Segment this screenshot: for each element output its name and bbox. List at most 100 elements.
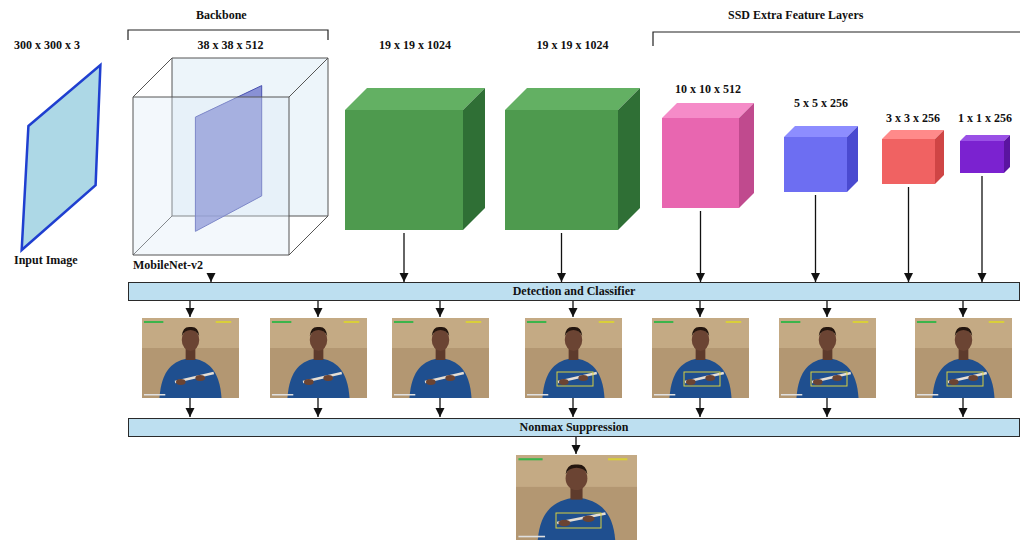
cube-top-face [882, 130, 944, 139]
extra-feature-cube: 1 x 1 x 256 [955, 111, 1015, 176]
detection-band: Detection and Classifier [128, 282, 1020, 301]
flow-arrow [826, 301, 827, 317]
detection-thumbnail [779, 318, 876, 398]
cube-front-face [505, 110, 618, 230]
layer-size-label: 10 x 10 x 512 [675, 82, 741, 97]
flow-arrow [210, 273, 211, 282]
cube-side-face [739, 103, 754, 208]
layer-size-label: 19 x 19 x 1024 [379, 38, 451, 53]
flow-arrow [439, 398, 440, 417]
detection-thumbnail [392, 318, 489, 398]
cube-edge [289, 58, 328, 97]
shape-area [14, 65, 110, 250]
bounding-box [811, 372, 847, 386]
cube-front-face [345, 110, 463, 230]
section-label: SSD Extra Feature Layers [728, 8, 863, 23]
cube-top-face [960, 135, 1010, 141]
flow-arrow [561, 233, 562, 282]
input-image-plane: 300 x 300 x 3 Input Image [14, 38, 110, 268]
flow-arrow [699, 398, 700, 417]
layer-size-label: Input Image [14, 253, 78, 268]
cube-front-face [784, 137, 847, 192]
detection-thumbnail [270, 318, 367, 398]
extra-layers-bracket [653, 32, 1020, 46]
flow-arrow [700, 211, 701, 282]
layer-size-label: 38 x 38 x 512 [198, 38, 264, 53]
caption-area: Input Image [14, 253, 110, 268]
layer-size-label: MobileNet-v2 [133, 258, 203, 273]
detection-thumbnail [652, 318, 749, 398]
feature-map-cube-outline [505, 88, 640, 230]
bounding-box [556, 513, 601, 528]
flow-arrow [572, 398, 573, 417]
cube-side-face [847, 126, 858, 192]
flow-arrow [962, 398, 963, 417]
cube-front-face [882, 139, 935, 184]
shape-area [781, 126, 861, 192]
bounding-box [684, 372, 720, 386]
flow-arrow [189, 398, 190, 417]
shape-area [505, 88, 640, 230]
flow-arrow [962, 301, 963, 317]
flow-arrow [439, 301, 440, 317]
cube-top-face [784, 126, 858, 137]
input-image-plane-outline [14, 65, 110, 250]
nms-band: Nonmax Suppression [128, 418, 1020, 437]
extra-feature-cube-outline [880, 130, 946, 184]
extra-feature-cube: 10 x 10 x 512 [662, 82, 754, 211]
backbone-cube-outline [133, 58, 328, 255]
feature-map-cube: 19 x 19 x 1024 [505, 38, 640, 233]
shape-area [880, 130, 946, 184]
band-label: Detection and Classifier [513, 283, 636, 300]
layer-size-label: 300 x 300 x 3 [14, 38, 80, 53]
band-label: Nonmax Suppression [520, 419, 629, 436]
caption-area: MobileNet-v2 [133, 258, 328, 273]
final-detection-image [516, 455, 637, 540]
shape-area [345, 88, 485, 230]
shape-area [133, 58, 328, 255]
shape-area [955, 135, 1015, 173]
detection-thumbnail [915, 318, 1012, 398]
detection-thumbnail [525, 318, 622, 398]
detection-thumbnail [142, 318, 239, 398]
cube-front-face [133, 97, 289, 255]
flow-arrow [317, 301, 318, 317]
flow-arrow [981, 176, 982, 282]
flow-arrow [699, 301, 700, 317]
extra-feature-cube-outline [662, 103, 754, 208]
flow-arrow [826, 398, 827, 417]
image-plane [22, 65, 101, 250]
flow-arrow [317, 398, 318, 417]
extra-feature-cube-outline [955, 135, 1015, 173]
cube-side-face [935, 130, 944, 184]
shape-area [662, 103, 754, 208]
extra-feature-cube: 5 x 5 x 256 [781, 96, 861, 195]
section-label: Backbone [196, 8, 247, 23]
layer-size-label: 1 x 1 x 256 [958, 111, 1012, 126]
flow-arrow [572, 301, 573, 317]
layer-size-label: 19 x 19 x 1024 [537, 38, 609, 53]
flow-arrow [815, 195, 816, 282]
cube-side-face [463, 88, 485, 230]
backbone-cube: 38 x 38 x 512MobileNet-v2 [133, 38, 328, 273]
bounding-box [947, 372, 983, 386]
cube-front-face [960, 141, 1004, 173]
cube-edge [133, 58, 172, 97]
layer-size-label: 5 x 5 x 256 [794, 96, 848, 111]
feature-map-cube-outline [345, 88, 485, 230]
cube-side-face [618, 88, 640, 230]
cube-top-face [505, 88, 640, 110]
cube-edge [289, 216, 328, 255]
flow-arrow [403, 233, 404, 282]
extra-feature-cube: 3 x 3 x 256 [880, 111, 946, 187]
detection-thumbnails [142, 318, 1012, 398]
cube-front-face [662, 118, 739, 208]
cube-top-face [345, 88, 485, 110]
extra-feature-cube-outline [781, 126, 861, 192]
flow-arrow [189, 301, 190, 317]
cube-side-face [1004, 135, 1010, 173]
bounding-box [557, 372, 593, 386]
flow-arrow [575, 437, 576, 454]
